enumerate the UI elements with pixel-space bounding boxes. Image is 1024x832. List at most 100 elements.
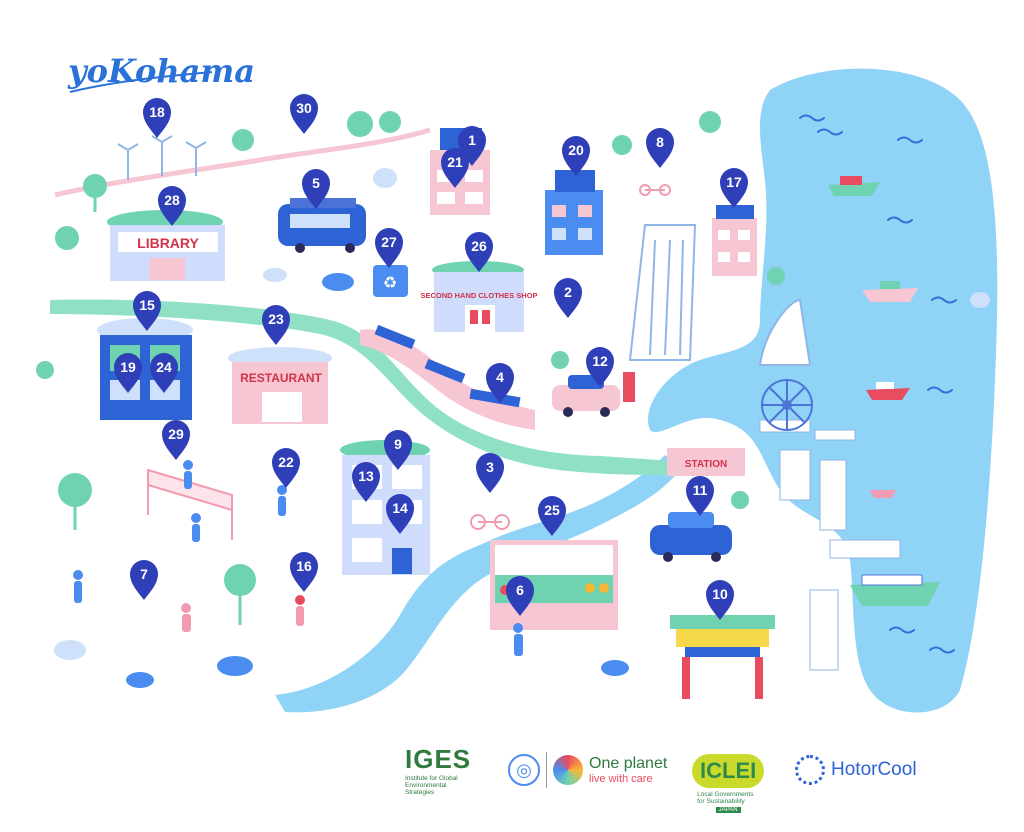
map-pin-marker[interactable] [130,560,158,600]
map-pin-marker[interactable] [646,128,674,168]
map-pin-30[interactable]: 30 [290,94,318,134]
map-pin-13[interactable]: 13 [352,462,380,502]
electric-bus [278,198,366,253]
map-pin-11[interactable]: 11 [686,476,714,516]
map-pin-marker[interactable] [272,448,300,488]
map-pin-label: 13 [358,468,374,484]
map-pin-marker[interactable] [352,462,380,502]
map-pin-28[interactable]: 28 [158,186,186,226]
building-20 [545,170,603,255]
map-pin-marker[interactable] [162,420,190,460]
bushes [126,273,629,688]
map-pin-5[interactable]: 5 [302,169,330,209]
map-pin-label: 28 [164,192,180,208]
map-pin-7[interactable]: 7 [130,560,158,600]
map-pin-label: 8 [656,134,664,150]
ship-1 [828,176,880,196]
logo-divider [546,752,547,788]
map-pin-marker[interactable] [686,476,714,516]
map-pin-marker[interactable] [158,186,186,226]
hotorcool-logo: HotorCool [795,742,917,798]
map-pin-label: 12 [592,353,608,369]
map-pin-marker[interactable] [562,136,590,176]
hotorcool-name: HotorCool [831,759,917,780]
map-pin-marker[interactable] [586,347,614,387]
map-pin-marker[interactable] [114,353,142,393]
restaurant-sign: RESTAURANT [240,371,322,385]
walking-path [54,127,431,198]
oneplanet-name: One planet [589,755,668,772]
iges-name: IGES [405,744,472,774]
map-pin-4[interactable]: 4 [486,363,514,403]
map-pin-2[interactable]: 2 [554,278,582,318]
map-pin-label: 24 [156,359,172,375]
map-pin-marker[interactable] [375,228,403,268]
map-pin-label: 27 [381,234,397,250]
map-pin-16[interactable]: 16 [290,552,318,592]
map-pin-marker[interactable] [386,494,414,534]
map-pin-marker[interactable] [486,363,514,403]
map-pin-label: 19 [120,359,136,375]
map-pin-marker[interactable] [506,576,534,616]
map-pin-marker[interactable] [302,169,330,209]
ship-2 [862,281,918,302]
map-pin-marker[interactable] [262,305,290,345]
map-pin-label: 16 [296,558,312,574]
map-pin-25[interactable]: 25 [538,496,566,536]
map-pin-19[interactable]: 19 [114,353,142,393]
map-pin-marker[interactable] [720,168,748,208]
map-pin-marker[interactable] [133,291,161,331]
map-pin-label: 22 [278,454,294,470]
map-pin-27[interactable]: 27 [375,228,403,268]
map-pin-15[interactable]: 15 [133,291,161,331]
map-pin-17[interactable]: 17 [720,168,748,208]
map-pin-marker[interactable] [384,430,412,470]
map-pin-label: 26 [471,238,487,254]
map-pin-18[interactable]: 18 [143,98,171,138]
ferris-wheel [761,379,813,431]
map-pin-29[interactable]: 29 [162,420,190,460]
map-pin-marker[interactable] [290,552,318,592]
ship-4 [870,490,896,498]
map-pin-label: 5 [312,175,320,191]
ship-5 [850,574,940,606]
map-pin-marker[interactable] [290,94,318,134]
map-pin-marker[interactable] [150,353,178,393]
second-hand-sign: SECOND HAND CLOTHES SHOP [420,291,537,300]
map-pin-23[interactable]: 23 [262,305,290,345]
map-pin-8[interactable]: 8 [646,128,674,168]
map-pin-marker[interactable] [143,98,171,138]
map-pin-label: 21 [447,154,463,170]
map-pin-10[interactable]: 10 [706,580,734,620]
train [360,324,535,430]
map-pin-12[interactable]: 12 [586,347,614,387]
map-pin-label: 2 [564,284,572,300]
map-pin-marker[interactable] [538,496,566,536]
map-pin-21[interactable]: 21 [440,147,469,188]
building-15 [97,318,193,420]
map-pin-9[interactable]: 9 [384,430,412,470]
sunburst-icon [795,755,825,785]
un-emblem-icon: ◎ [508,754,540,786]
sea [648,68,998,713]
station-building [667,448,745,476]
map-pin-24[interactable]: 24 [150,353,178,393]
oneplanet-logo: ◎ One planet live with care [508,742,667,798]
map-pin-3[interactable]: 3 [476,453,504,493]
map-pin-22[interactable]: 22 [272,448,300,488]
ship-3 [866,382,910,400]
waves [799,114,957,654]
map-pin-20[interactable]: 20 [562,136,590,176]
map-pin-marker[interactable] [706,580,734,620]
map-pin-label: 30 [296,100,312,116]
map-pin-marker[interactable] [476,453,504,493]
map-pin-marker[interactable] [465,232,493,272]
map-pin-marker[interactable] [440,147,469,188]
landmark-tower [628,224,697,361]
map-pin-6[interactable]: 6 [506,576,534,616]
map-pin-14[interactable]: 14 [386,494,414,534]
map-pin-26[interactable]: 26 [465,232,493,272]
ev-taxi [650,512,732,562]
iges-logo: IGES Institute for Global Environmental … [405,742,477,798]
map-pin-marker[interactable] [554,278,582,318]
